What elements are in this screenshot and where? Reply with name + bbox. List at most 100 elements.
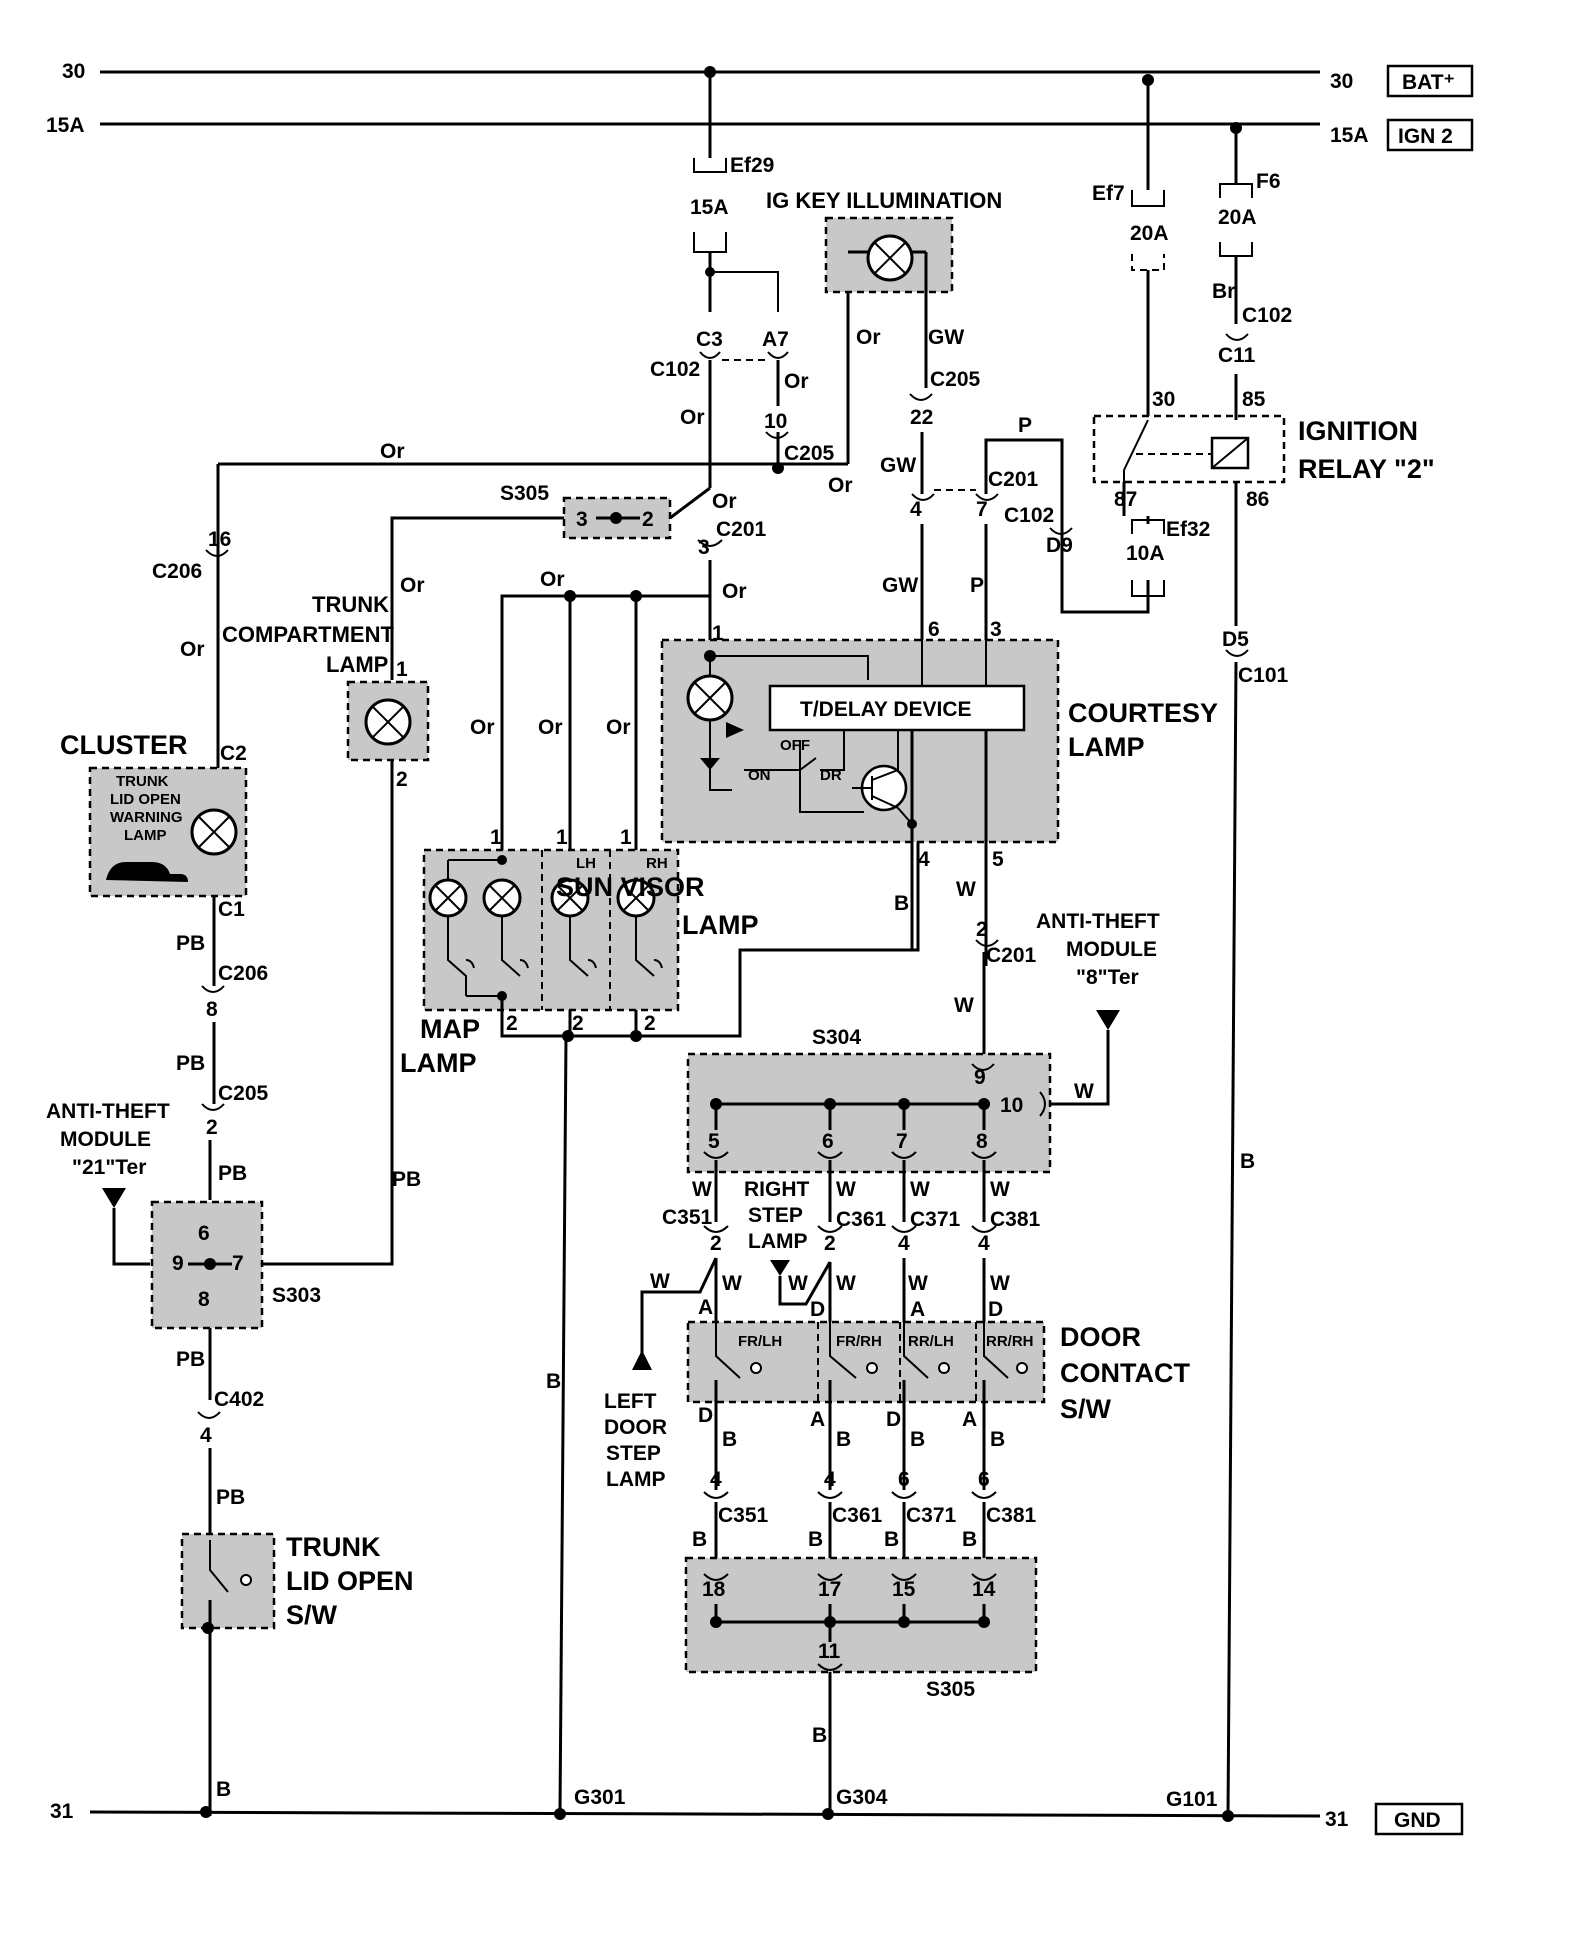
s304-splice: S304 9 10 5 6 7 8 — [686, 1026, 1052, 1174]
c402-label: C402 — [214, 1388, 264, 1411]
c206-label-a: C206 — [152, 560, 202, 583]
c206-pin-8: 8 — [206, 998, 218, 1021]
trunk-lid-open-switch: B TRUNK LID OPEN S/W — [180, 1532, 414, 1818]
c351-label-b: C351 — [718, 1504, 769, 1527]
trunk-sw-label-3: S/W — [286, 1600, 338, 1630]
wire-pb-trunksw: PB — [216, 1486, 245, 1509]
rail-15a-right-label: 15A — [1330, 124, 1369, 147]
door-contact-switches: A D A D FR/LH FR/RH RR/LH RR/RH D A D A … — [686, 1296, 1190, 1490]
door-ground-connectors: 4 4 6 6 C351 C361 C371 C381 B B B B 18 1… — [684, 1468, 1038, 1820]
anti-theft-l-1: ANTI-THEFT — [46, 1100, 170, 1123]
s305-label-b: S305 — [926, 1678, 975, 1701]
s303-pin-8: 8 — [198, 1288, 210, 1311]
relay-pin-87: 87 — [1114, 488, 1137, 511]
right-step-3: LAMP — [748, 1230, 808, 1253]
wire-p-top: P — [1018, 414, 1032, 437]
c371-label-a: C371 — [910, 1208, 961, 1231]
wire-pb-c205: PB — [176, 1052, 205, 1075]
wire-b-e2: B — [808, 1528, 823, 1551]
ign2-label: IGN 2 — [1398, 125, 1453, 148]
s305-pin-11: 11 — [818, 1640, 841, 1663]
wire-w-371: W — [910, 1178, 930, 1201]
cluster-c2: C2 — [220, 742, 247, 765]
courtesy-label-2: LAMP — [1068, 732, 1145, 762]
wire-w-381: W — [990, 1178, 1010, 1201]
relay-pin-86: 86 — [1246, 488, 1269, 511]
wire-or-c3: Or — [680, 406, 705, 429]
wire-gw-courtesy: GW — [882, 574, 918, 597]
wire-b-g304: B — [812, 1724, 827, 1747]
c361-label-b: C361 — [832, 1504, 883, 1527]
c381-pin-6: 6 — [978, 1468, 990, 1491]
door-pin-d-1: D — [698, 1404, 713, 1427]
wire-b-d1: B — [722, 1428, 737, 1451]
s305-pin-2: 2 — [642, 508, 654, 531]
wire-b-d3: B — [910, 1428, 925, 1451]
c201-label-a: C201 — [988, 468, 1039, 491]
courtesy-lamp: 1 6 3 T/DELAY DEVICE OFF ON DR 4 5 B W C… — [660, 618, 1218, 966]
wire-or-map3: Or — [606, 716, 631, 739]
trunk-comp-label-2: COMPARTMENT — [222, 622, 394, 647]
wire-or-a7: Or — [784, 370, 809, 393]
wire-w-361: W — [836, 1178, 856, 1201]
wire-b-trunksw: B — [216, 1778, 231, 1801]
wire-pb-trunkcomp: PB — [392, 1168, 421, 1191]
fuse-ef29-branch: Ef29 15A C3 A7 C102 Or Or 10 C205 Or Or … — [218, 66, 881, 497]
c206-label-b: C206 — [218, 962, 268, 985]
door-contact-label-3: S/W — [1060, 1394, 1112, 1424]
c361-label-a: C361 — [836, 1208, 887, 1231]
wire-w-courtesy: W — [956, 878, 976, 901]
c205-label-a: C205 — [784, 442, 835, 465]
s303-pin-9: 9 — [172, 1252, 184, 1275]
trunk-comp-label-1: TRUNK — [312, 592, 389, 617]
c371-pin-6: 6 — [898, 1468, 910, 1491]
map-pin-1c: 1 — [620, 826, 632, 849]
wire-b-d2: B — [836, 1428, 851, 1451]
wire-or-top: Or — [380, 440, 405, 463]
door-contact-label-2: CONTACT — [1060, 1358, 1190, 1388]
rail-31: 31 31 GND — [50, 1800, 1464, 1836]
trunk-comp-pin-1: 1 — [396, 658, 408, 681]
wire-or-c205: Or — [828, 474, 853, 497]
c381-pin-4: 4 — [978, 1232, 990, 1255]
wire-w-rightstep: W — [788, 1272, 808, 1295]
tdelay-label: T/DELAY DEVICE — [800, 698, 972, 721]
s304-label: S304 — [812, 1026, 861, 1049]
s304-pin-10: 10 — [1000, 1094, 1023, 1117]
anti-theft-r-arrow-icon — [1096, 1010, 1120, 1030]
door-pin-d-3: D — [886, 1408, 901, 1431]
c381-label-a: C381 — [990, 1208, 1041, 1231]
cluster-inner-4: LAMP — [124, 827, 167, 844]
map-lamp-label-1: MAP — [420, 1014, 480, 1044]
c205-label-b: C205 — [930, 368, 981, 391]
car-icon — [106, 862, 188, 882]
gnd-label: GND — [1394, 1809, 1441, 1832]
c3-label: C3 — [696, 328, 723, 351]
ef7-label: Ef7 — [1092, 182, 1125, 205]
cluster-inner-2: LID OPEN — [110, 791, 181, 808]
rail-31-right-label: 31 — [1325, 1808, 1349, 1831]
anti-theft-r-1: ANTI-THEFT — [1036, 910, 1160, 933]
rail-15a: 15A 15A IGN 2 — [46, 114, 1474, 152]
ef32-amp-label: 10A — [1126, 542, 1165, 565]
s304-pin-7: 7 — [896, 1130, 908, 1153]
c102-label-b: C102 — [1004, 504, 1054, 527]
g101-label: G101 — [1166, 1788, 1218, 1811]
map-pin-2b: 2 — [572, 1012, 584, 1035]
left-step-4: LAMP — [606, 1468, 666, 1491]
door-sw-label-4: RR/RH — [986, 1333, 1034, 1350]
door-sw-label-1: FR/LH — [738, 1333, 782, 1350]
cluster-inner-3: WARNING — [110, 809, 183, 826]
door-pin-d-2: D — [810, 1298, 825, 1321]
map-lamp-label-2: LAMP — [400, 1048, 477, 1078]
wire-w-381b: W — [990, 1272, 1010, 1295]
courtesy-pin-4: 4 — [918, 848, 930, 871]
anti-theft-l-3: "21"Ter — [72, 1156, 146, 1179]
ig-key-label: IG KEY ILLUMINATION — [766, 188, 1002, 213]
wire-b-e1: B — [692, 1528, 707, 1551]
rh-label: RH — [646, 855, 668, 872]
rail-31-left-label: 31 — [50, 1800, 74, 1823]
right-step-2: STEP — [748, 1204, 803, 1227]
ef7-amp-label: 20A — [1130, 222, 1169, 245]
wire-or-map1: Or — [470, 716, 495, 739]
